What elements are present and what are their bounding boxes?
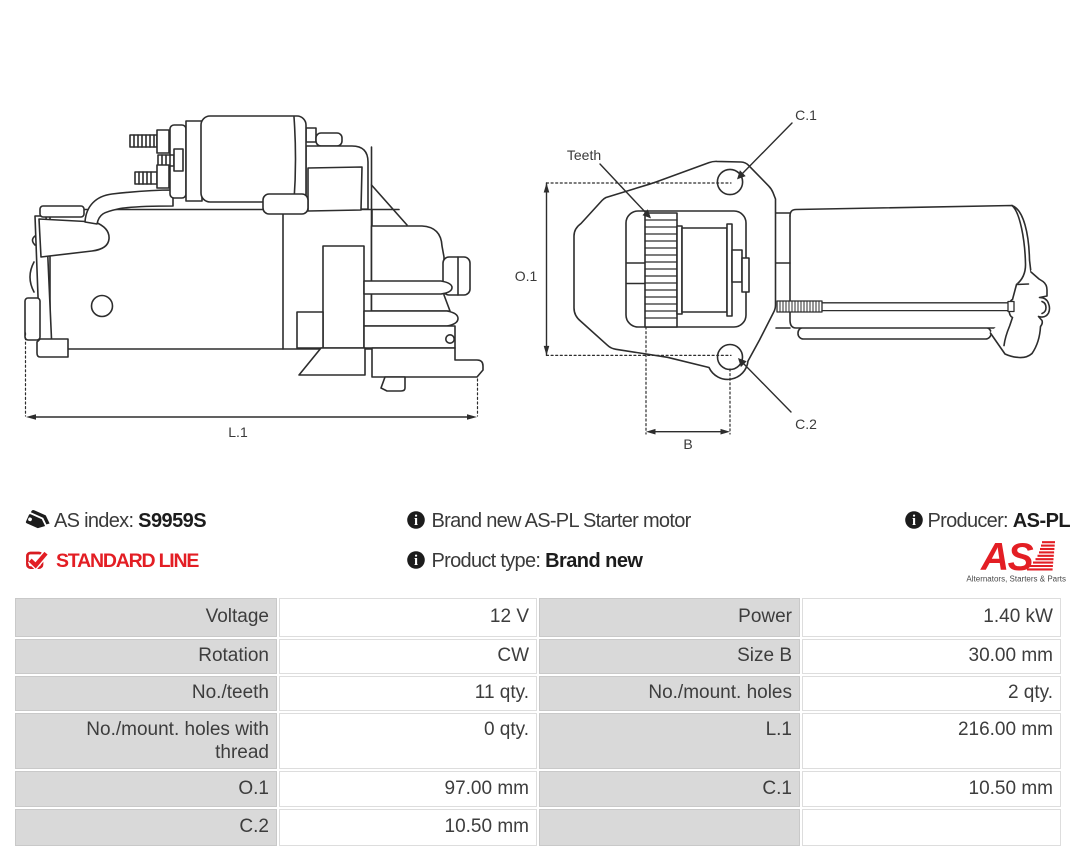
- svg-text:B: B: [683, 436, 692, 452]
- svg-text:i: i: [912, 513, 916, 529]
- svg-text:Teeth: Teeth: [567, 147, 601, 163]
- svg-text:AS: AS: [980, 536, 1034, 579]
- svg-text:i: i: [414, 513, 418, 529]
- svg-text:i: i: [414, 553, 418, 569]
- svg-text:L.1: L.1: [228, 424, 248, 440]
- svg-text:C.1: C.1: [795, 107, 817, 123]
- svg-text:O.1: O.1: [515, 268, 538, 284]
- svg-text:Alternators, Starters & Parts: Alternators, Starters & Parts: [966, 575, 1066, 584]
- svg-text:C.2: C.2: [795, 416, 817, 432]
